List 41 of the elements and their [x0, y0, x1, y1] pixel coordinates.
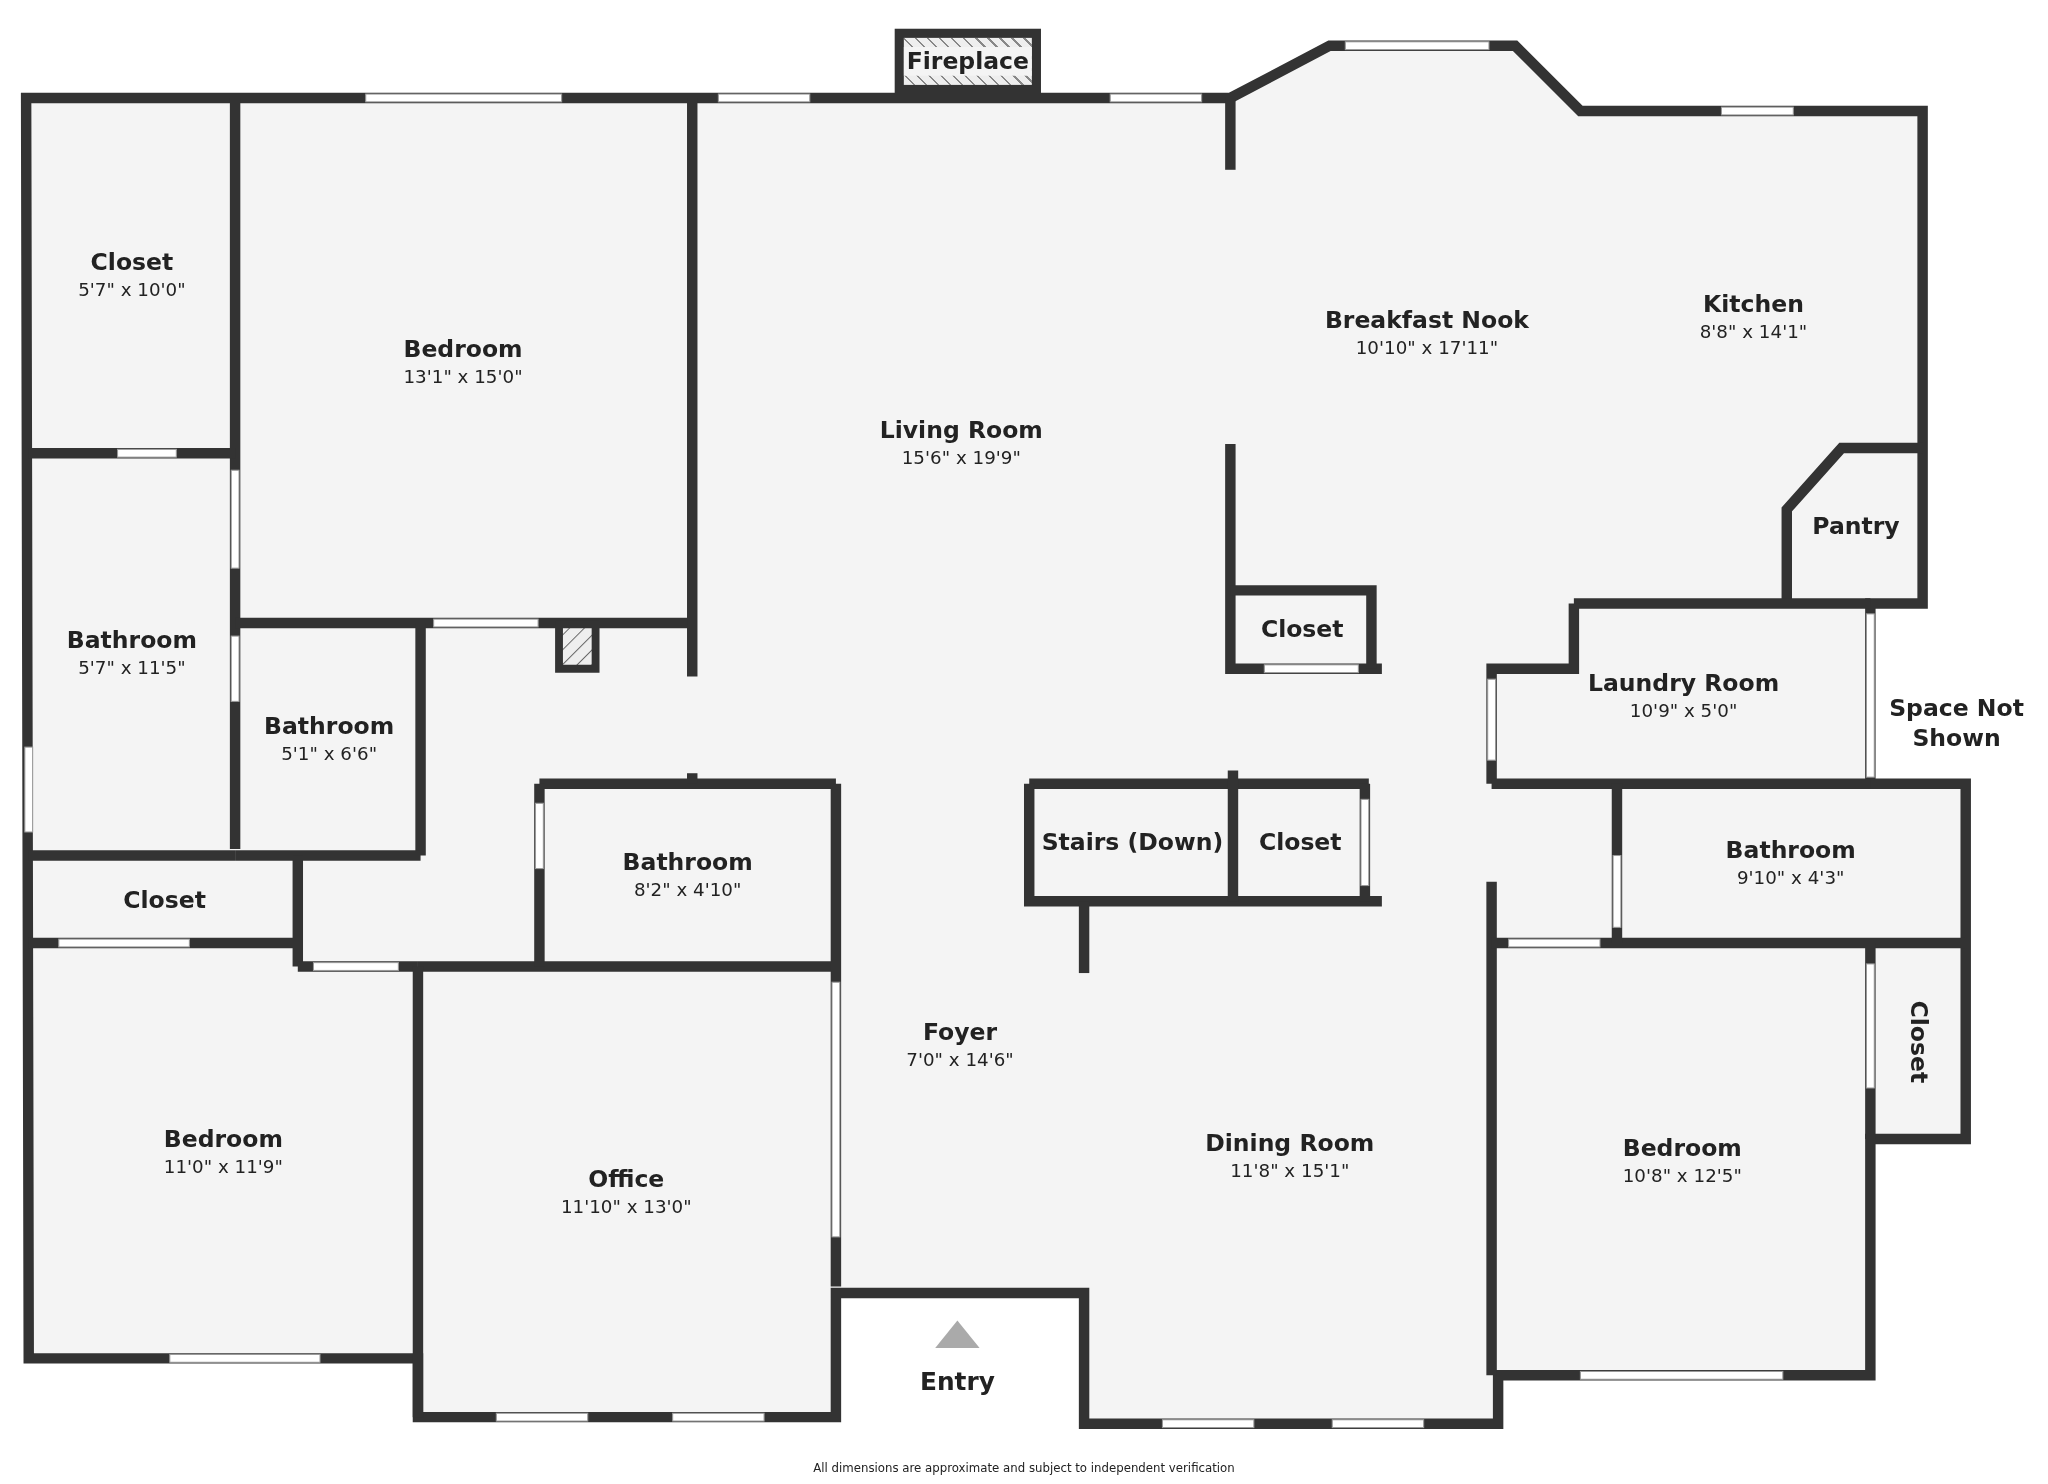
entry-label: Entry — [918, 1365, 996, 1397]
room-name: Stairs (Down) — [1041, 828, 1224, 857]
room-name: Bedroom — [163, 1124, 283, 1154]
room-name: Fireplace — [904, 47, 1032, 76]
room-name: Bathroom — [622, 847, 753, 877]
room-dimensions: 15'6" x 19'9" — [901, 445, 1021, 470]
room-dimensions: 11'10" x 13'0" — [560, 1195, 692, 1220]
room-name: Closet — [1260, 615, 1344, 644]
room-dimensions: 8'2" x 4'10" — [633, 878, 742, 902]
room-dimensions: 11'8" x 15'1" — [1230, 1158, 1350, 1183]
room-name: Closet — [1904, 1000, 1934, 1083]
disclaimer-note: All dimensions are approximate and subject to independent verification — [812, 1461, 1236, 1477]
fireplace-box — [894, 28, 1041, 95]
room-name: Closet — [90, 248, 174, 277]
room-dimensions: 10'10" x 17'11" — [1355, 336, 1499, 360]
room-dimensions: 5'1" x 6'6" — [281, 742, 378, 767]
area-label: Space Not Shown — [1888, 692, 2025, 754]
room-dimensions: 10'9" x 5'0" — [1629, 699, 1738, 723]
room-dimensions: 5'7" x 10'0" — [78, 278, 186, 303]
room-name: Foyer — [922, 1017, 998, 1047]
room-dimensions: 13'1" x 15'0" — [403, 364, 523, 388]
room-name: Pantry — [1812, 511, 1900, 541]
room-name: Laundry Room — [1588, 668, 1780, 698]
room-name: Bathroom — [1725, 835, 1856, 865]
room-name: Bathroom — [66, 625, 197, 655]
room-name: Closet — [1258, 828, 1342, 857]
room-name: Closet — [123, 885, 206, 915]
room-dimensions: 8'8" x 14'1" — [1699, 319, 1808, 344]
room-dimensions: 10'8" x 12'5" — [1622, 1164, 1742, 1188]
room-name: Bedroom — [403, 333, 523, 363]
room-name: Bathroom — [264, 711, 395, 741]
room-name: Breakfast Nook — [1324, 305, 1529, 335]
room-dimensions: 11'0" x 11'9" — [163, 1154, 283, 1179]
room-name: Living Room — [879, 415, 1043, 445]
room-name: Kitchen — [1703, 289, 1804, 319]
room-dimensions: 7'0" x 14'6" — [906, 1047, 1014, 1072]
room-name: Office — [588, 1165, 665, 1194]
room-dimensions: 5'7" x 11'5" — [78, 656, 186, 680]
room-name: Bedroom — [1622, 1133, 1742, 1163]
room-name: Dining Room — [1205, 1128, 1375, 1158]
room-dimensions: 9'10" x 4'3" — [1736, 866, 1845, 891]
